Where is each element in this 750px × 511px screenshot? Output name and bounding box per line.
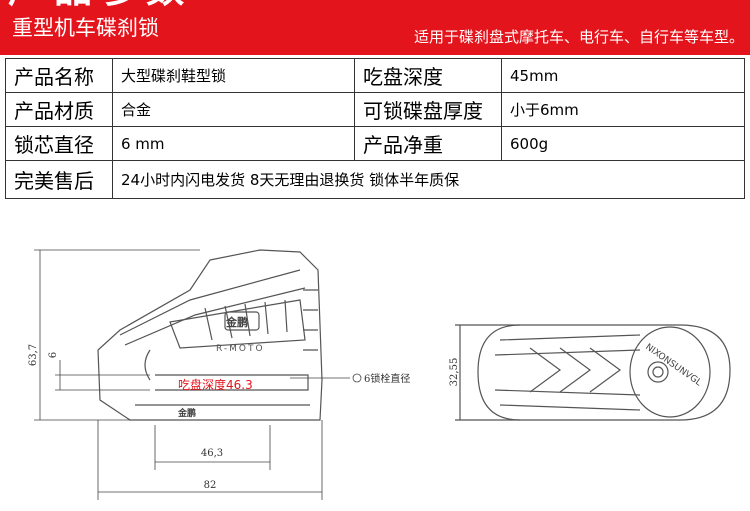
spec-value: 45mm xyxy=(501,58,745,93)
spec-value: 合金 xyxy=(112,92,355,127)
cut-off-heading: 产品参数 xyxy=(8,0,192,8)
spec-label: 可锁碟盘厚度 xyxy=(354,92,502,127)
spec-row: 完美售后 24小时内闪电发货 8天无理由退换货 锁体半年质保 xyxy=(5,160,745,199)
lock-engraving: NIXONSUNVGL xyxy=(643,342,703,388)
spec-row: 产品材质 合金 可锁碟盘厚度 小于6mm xyxy=(5,92,745,127)
width-dimensions xyxy=(97,420,323,500)
height-dimension xyxy=(34,249,200,421)
product-title: 重型机车碟刹锁 xyxy=(12,16,159,40)
brand-engraving: 金鹏 xyxy=(177,407,196,419)
bolt-label: 6锁栓直径 xyxy=(364,372,410,385)
top-height-label: 32,55 xyxy=(449,358,460,387)
spec-value: 600g xyxy=(501,126,745,161)
spec-label: 锁芯直径 xyxy=(5,126,113,161)
total-width-label: 82 xyxy=(204,480,217,491)
depth-width-label: 46,3 xyxy=(201,448,223,459)
spec-label: 吃盘深度 xyxy=(354,58,502,93)
applicability-note: 适用于碟刹盘式摩托车、电行车、自行车等车型。 xyxy=(413,28,744,46)
spec-label: 产品材质 xyxy=(5,92,113,127)
spec-table: 产品名称 大型碟刹鞋型锁 吃盘深度 45mm 产品材质 合金 可锁碟盘厚度 小于… xyxy=(5,58,745,199)
lock-side-view xyxy=(97,249,323,421)
logo-badge: 金鹏 xyxy=(225,315,248,329)
header-banner: 产品参数 重型机车碟刹锁 适用于碟刹盘式摩托车、电行车、自行车等车型。 xyxy=(0,0,750,55)
spec-value: 大型碟刹鞋型锁 xyxy=(112,58,355,93)
rmoto-logo: R-MOTO xyxy=(216,344,265,354)
spec-label: 完美售后 xyxy=(5,160,113,199)
spec-label: 产品净重 xyxy=(354,126,502,161)
lock-top-view xyxy=(455,324,731,421)
spec-value: 6 mm xyxy=(112,126,355,161)
depth-label: 吃盘深度46.3 xyxy=(178,377,253,392)
bolt-callout xyxy=(290,373,362,383)
spec-value: 小于6mm xyxy=(501,92,745,127)
height-total-label: 63,7 xyxy=(28,344,39,366)
technical-drawing: 金鹏 R-MOTO 金鹏 63,7 6 吃盘深度46.3 6锁栓直径 46,3 … xyxy=(28,249,731,500)
spec-value: 24小时内闪电发货 8天无理由退换货 锁体半年质保 xyxy=(112,160,745,199)
spec-label: 产品名称 xyxy=(5,58,113,93)
height-small-label: 6 xyxy=(48,352,59,358)
spec-row: 产品名称 大型碟刹鞋型锁 吃盘深度 45mm xyxy=(5,58,745,93)
spec-row: 锁芯直径 6 mm 产品净重 600g xyxy=(5,126,745,161)
